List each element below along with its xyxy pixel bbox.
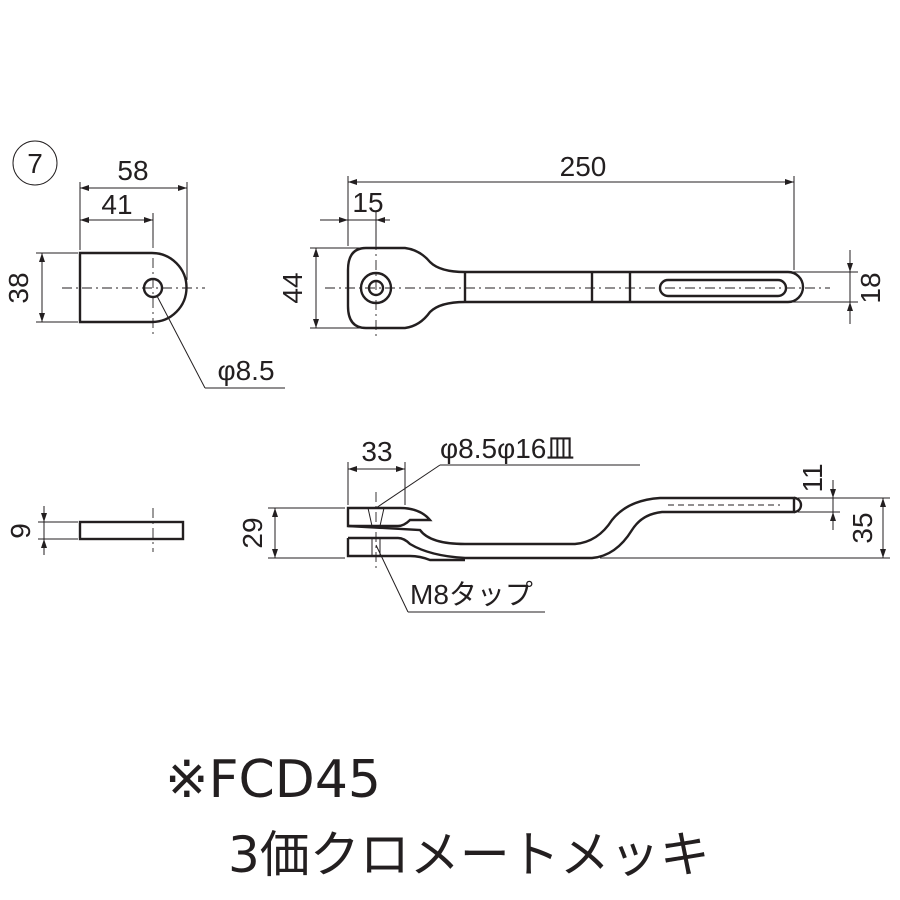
dim-33: 33	[361, 436, 392, 467]
dim-35: 35	[847, 512, 878, 543]
dim-38: 38	[3, 272, 34, 303]
dim-29: 29	[237, 517, 268, 548]
tap-note: M8タップ	[410, 579, 533, 610]
dim-41: 41	[101, 189, 132, 220]
dim-9: 9	[5, 523, 36, 539]
dim-250: 250	[560, 151, 607, 182]
material-note: ※FCD45	[165, 750, 381, 810]
dim-11: 11	[797, 463, 828, 492]
thickness-view: 9	[5, 506, 185, 555]
end-view: 58 41 38 φ8.5	[3, 155, 285, 389]
dim-hole-dia: φ8.5	[217, 355, 274, 386]
plan-view: 250 15 44 18	[277, 151, 886, 340]
item-number-badge: 7	[12, 140, 58, 186]
dim-18: 18	[855, 272, 886, 303]
dim-15: 15	[352, 187, 383, 218]
finish-note: 3価クロメートメッキ	[228, 826, 710, 884]
dim-44: 44	[277, 272, 308, 303]
item-number: 7	[27, 148, 43, 179]
dim-58: 58	[117, 155, 148, 186]
dim-countersink: φ8.5φ16皿	[440, 433, 574, 464]
side-view: 33 φ8.5φ16皿 29 11 35 M8タップ	[237, 433, 890, 613]
